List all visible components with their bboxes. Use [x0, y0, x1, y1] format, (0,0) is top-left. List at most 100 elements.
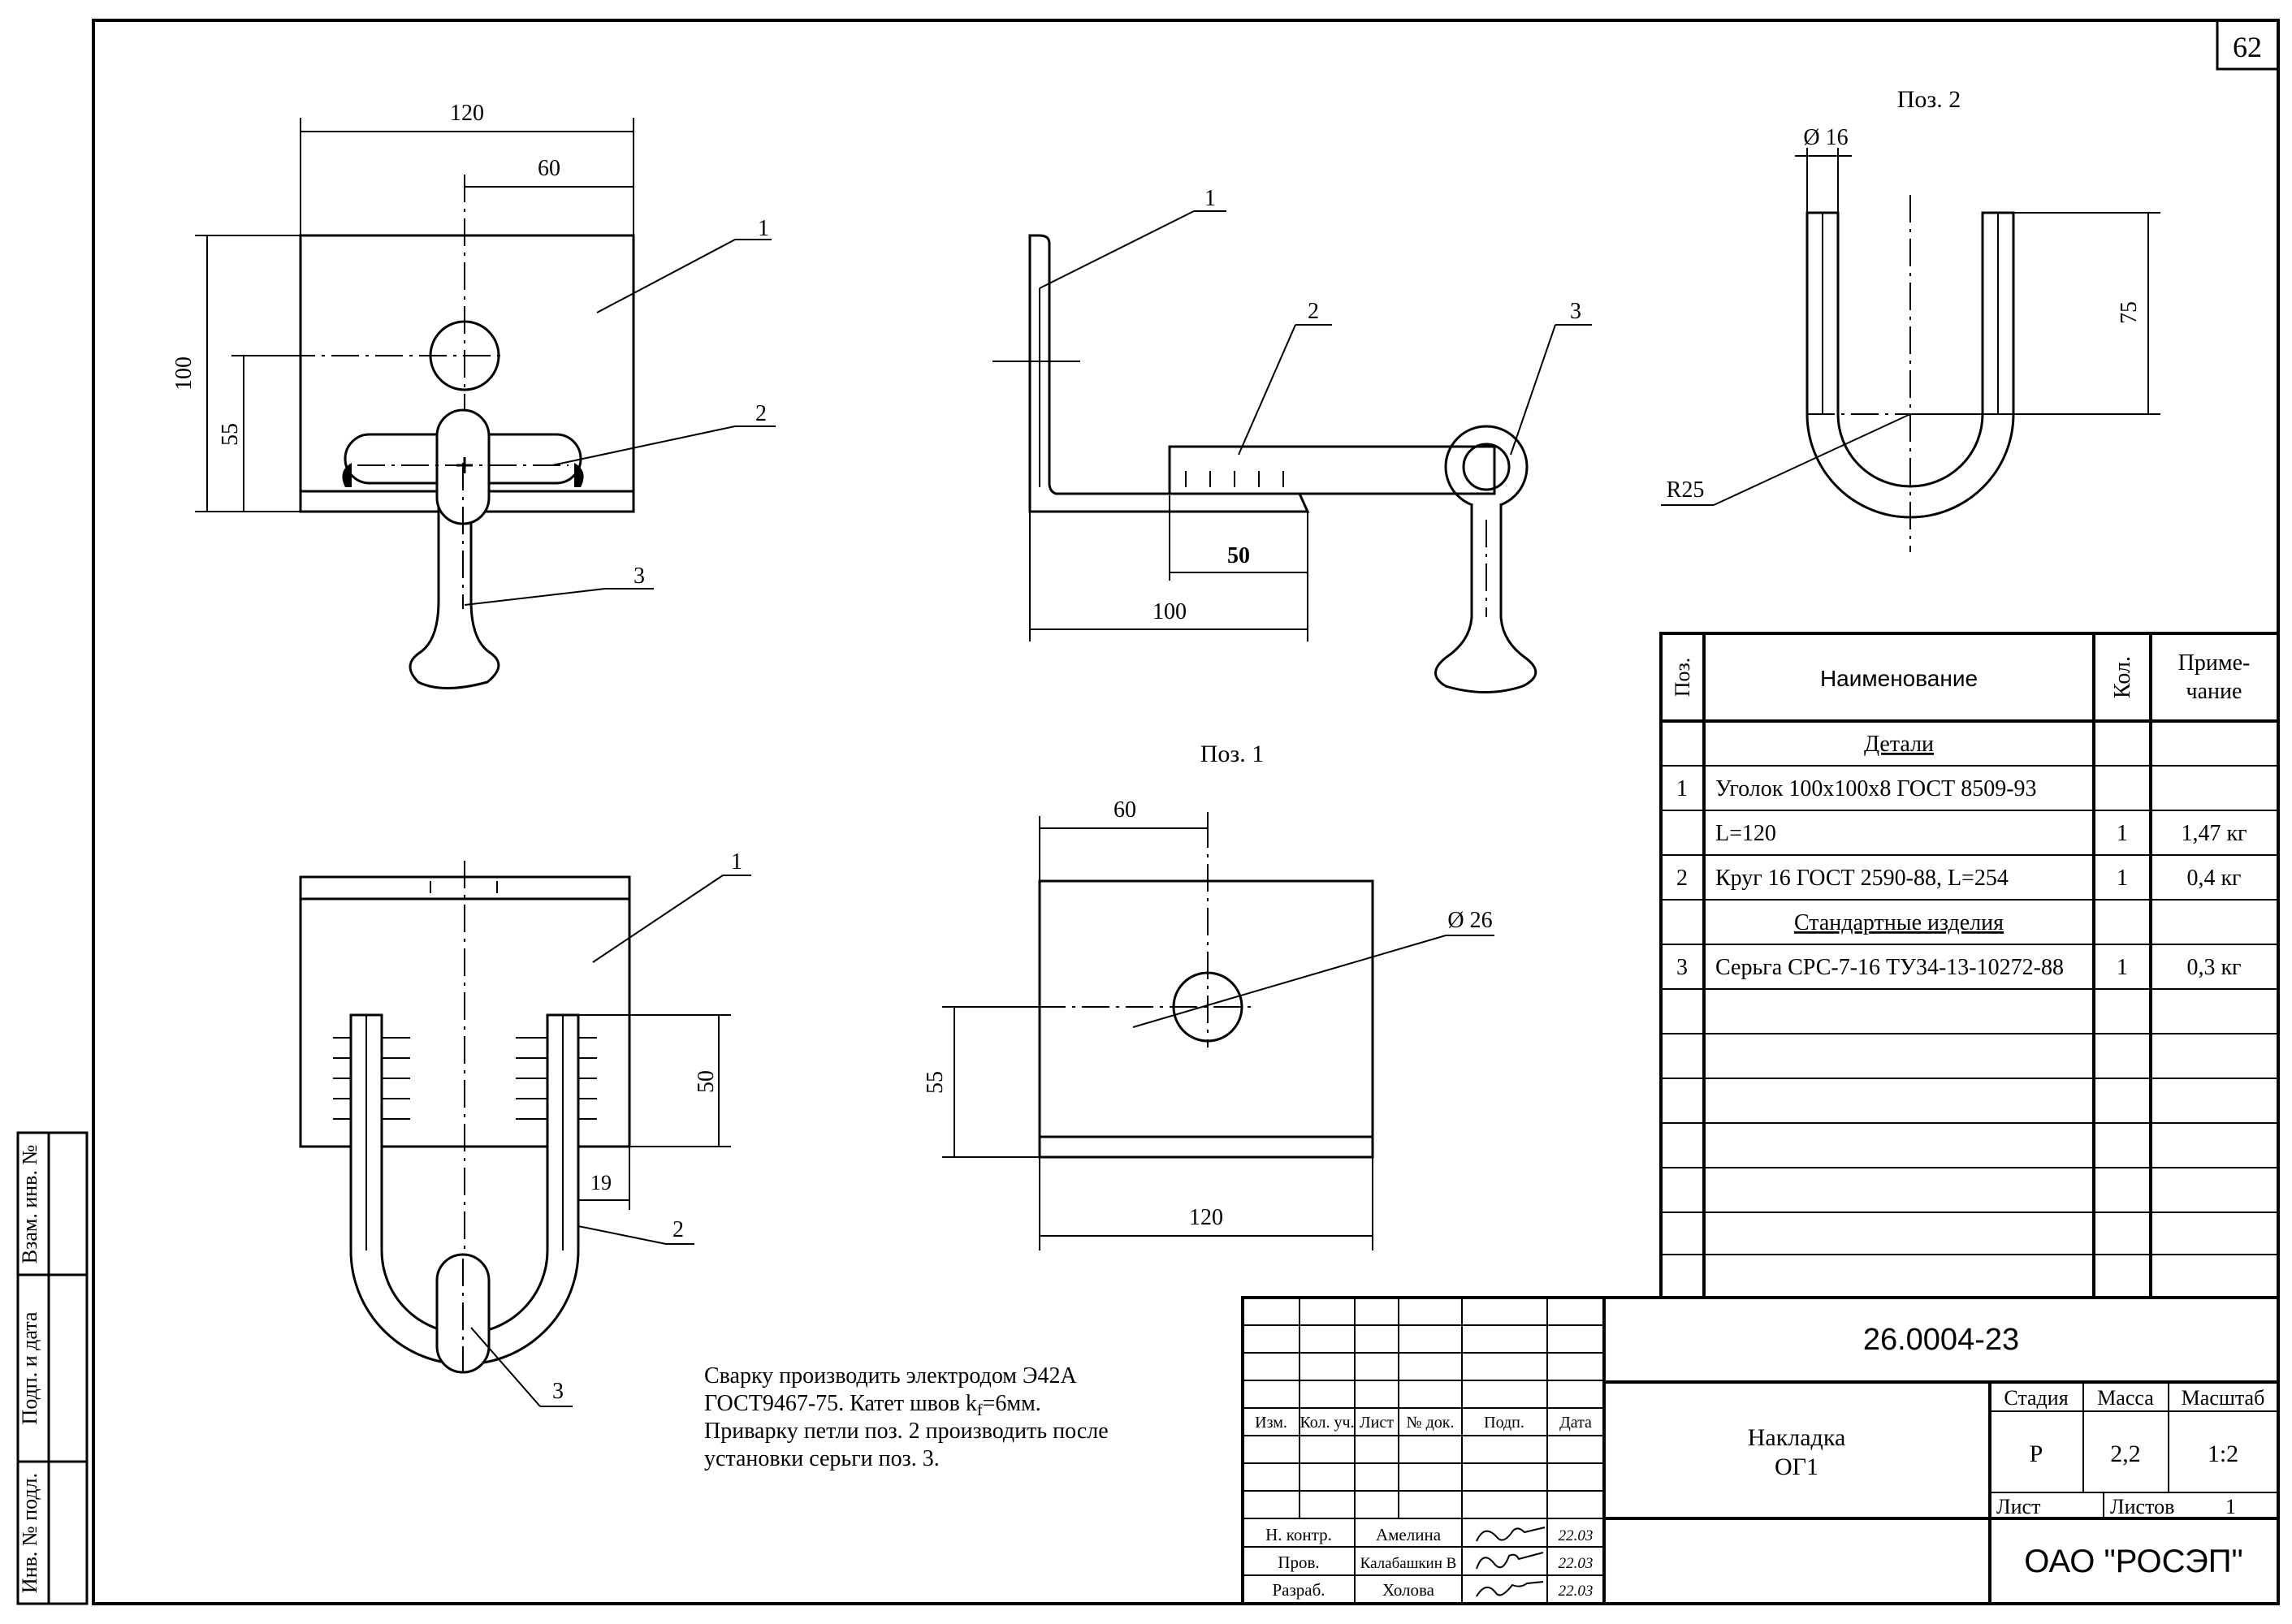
pos1-dim-120: 120 — [1189, 1205, 1223, 1230]
spec-row-name: Серьга СРС-7-16 ТУ34-13-10272-88 — [1715, 955, 2064, 980]
spec-row-note: 1,47 кг — [2181, 821, 2247, 846]
rev-col-sign: Подп. — [1484, 1414, 1524, 1432]
angle-flat-pos1 — [1038, 879, 1374, 1159]
front-callout-1: 1 — [758, 216, 769, 241]
pos1-dim-55: 55 — [923, 1071, 948, 1094]
role-2: Пров. — [1278, 1553, 1319, 1572]
side-dim-100: 100 — [1152, 599, 1187, 624]
bottom-callout-3: 3 — [552, 1379, 564, 1404]
spec-header-name: Наименование — [1820, 666, 1978, 691]
bottom-dim-19: 19 — [590, 1171, 612, 1194]
title-block: Изм. Кол. уч. Лист № док. Подп. Дата Н. … — [1241, 1296, 2280, 1605]
spec-section-title: Детали — [1864, 732, 1934, 757]
note-line-2: ГОСТ9467-75. Катет швов kf=6мм. — [704, 1391, 1041, 1419]
angle-section-side — [1028, 234, 1310, 513]
note-line-3: Приварку петли поз. 2 производить после — [704, 1419, 1109, 1444]
item-name-1: Накладка — [1748, 1424, 1846, 1451]
side-callout-1: 1 — [1204, 186, 1216, 211]
spec-table: Поз. Наименование Кол. Приме- чание Дета… — [1659, 632, 2280, 1299]
scale-label: Масштаб — [2182, 1386, 2265, 1410]
rev-col-count: Кол. уч. — [1300, 1414, 1354, 1432]
pos1-dim-60: 60 — [1114, 797, 1136, 823]
rev-col-sheet: Лист — [1360, 1414, 1394, 1432]
front-callout-2: 2 — [755, 401, 767, 426]
pos1-dim-diameter: Ø 26 — [1447, 908, 1492, 933]
spec-header-note2: чание — [2186, 679, 2242, 704]
spec-row-note: 0,3 кг — [2186, 955, 2241, 980]
pos2-dim-75: 75 — [2117, 301, 2142, 324]
role-3-name: Холова — [1382, 1580, 1435, 1600]
loop-bar-side — [1168, 445, 1496, 495]
role-1-date: 22.03 — [1559, 1527, 1594, 1544]
role-1: Н. контр. — [1265, 1525, 1332, 1544]
note-line-1: Сварку производить электродом Э42А — [704, 1363, 1077, 1389]
front-dim-width: 120 — [450, 101, 484, 126]
pos2-title: Поз. 2 — [1897, 86, 1961, 113]
mass-label: Масса — [2097, 1386, 2154, 1410]
spec-section-title: Стандартные изделия — [1794, 910, 2004, 935]
front-dim-hole-height: 55 — [218, 423, 243, 446]
bottom-view: 50 19 1 2 3 — [299, 849, 751, 1407]
role-1-name: Амелина — [1376, 1525, 1442, 1544]
bottom-callout-2: 2 — [672, 1217, 684, 1242]
page-number-box: 62 — [2216, 19, 2280, 71]
page-number: 62 — [2233, 31, 2262, 63]
signature-2 — [1476, 1552, 1544, 1570]
spec-row-name: L=120 — [1715, 821, 1776, 846]
scale-value: 1:2 — [2208, 1440, 2238, 1467]
spec-row-name: Уголок 100х100х8 ГОСТ 8509-93 — [1715, 776, 2037, 801]
stamp-sign-date: Подп. и дата — [18, 1311, 41, 1424]
note-line-2-sub: f — [977, 1402, 983, 1419]
note-line-4: установки серьги поз. 3. — [704, 1446, 940, 1471]
stage-label: Стадия — [2004, 1386, 2068, 1410]
signature-1 — [1476, 1527, 1546, 1542]
bottom-dim-50: 50 — [694, 1070, 719, 1093]
spec-row-name: Круг 16 ГОСТ 2590-88, L=254 — [1715, 866, 2009, 891]
spec-header-note: Приме- — [2178, 650, 2251, 676]
role-2-date: 22.03 — [1559, 1555, 1594, 1572]
pos1-title: Поз. 1 — [1200, 741, 1265, 767]
stamp-inv-orig: Инв. № подл. — [18, 1473, 41, 1593]
spec-table-body: Детали 1 Уголок 100х100х8 ГОСТ 8509-93L=12… — [1676, 732, 2247, 980]
pos2-dim-diameter: Ø 16 — [1803, 125, 1848, 150]
sheets-label: Листов — [2110, 1495, 2174, 1518]
side-view: 50 100 1 2 3 — [992, 186, 1592, 693]
signature-3 — [1476, 1581, 1544, 1597]
spec-row-qty: 1 — [2117, 866, 2128, 891]
side-stamp: Взам. инв. № Подп. и дата Инв. № подл. — [16, 1131, 89, 1605]
notes: Сварку производить электродом Э42А ГОСТ9… — [704, 1363, 1109, 1471]
shackle-eye-side — [1444, 425, 1529, 509]
pos2-dim-radius: R25 — [1667, 477, 1705, 503]
item-name-2: ОГ1 — [1775, 1453, 1818, 1480]
front-dim-half: 60 — [538, 156, 560, 181]
front-callout-3: 3 — [634, 564, 645, 589]
note-line-2-text: ГОСТ9467-75. Катет швов k — [704, 1391, 977, 1416]
side-callout-2: 2 — [1308, 299, 1319, 324]
spec-row-qty: 1 — [2117, 955, 2128, 980]
spec-row-pos: 2 — [1676, 866, 1688, 891]
bottom-callout-1: 1 — [731, 849, 742, 875]
front-dim-height: 100 — [171, 356, 197, 391]
spec-row-pos: 3 — [1676, 955, 1688, 980]
u-bar-pos2 — [1805, 211, 2015, 519]
spec-header-qty: Кол. — [2110, 656, 2135, 698]
role-3-date: 22.03 — [1559, 1583, 1594, 1600]
sheet-frame — [92, 19, 2280, 1605]
doc-number: 26.0004-23 — [1863, 1323, 2019, 1357]
stamp-replace-inv: Взам. инв. № — [18, 1145, 41, 1264]
rev-col-date: Дата — [1559, 1414, 1592, 1432]
rev-col-doc: № док. — [1407, 1414, 1455, 1432]
spec-row-pos: 1 — [1676, 776, 1688, 801]
sheet-label: Лист — [1996, 1495, 2040, 1518]
sheets-value: 1 — [2225, 1495, 2236, 1518]
side-callout-3: 3 — [1570, 299, 1581, 324]
mass-value: 2,2 — [2110, 1440, 2141, 1467]
rev-col-change: Изм. — [1255, 1414, 1287, 1432]
pos2-view: Поз. 2 Ø 16 75 R25 — [1661, 86, 2160, 552]
front-view: 120 60 100 55 1 2 3 — [171, 101, 776, 689]
pos1-view: Поз. 1 60 Ø 26 55 120 — [923, 741, 1494, 1250]
shackle-pos3-front — [409, 486, 500, 689]
role-2-name: Калабашкин В — [1360, 1555, 1457, 1572]
role-3: Разраб. — [1272, 1580, 1325, 1600]
